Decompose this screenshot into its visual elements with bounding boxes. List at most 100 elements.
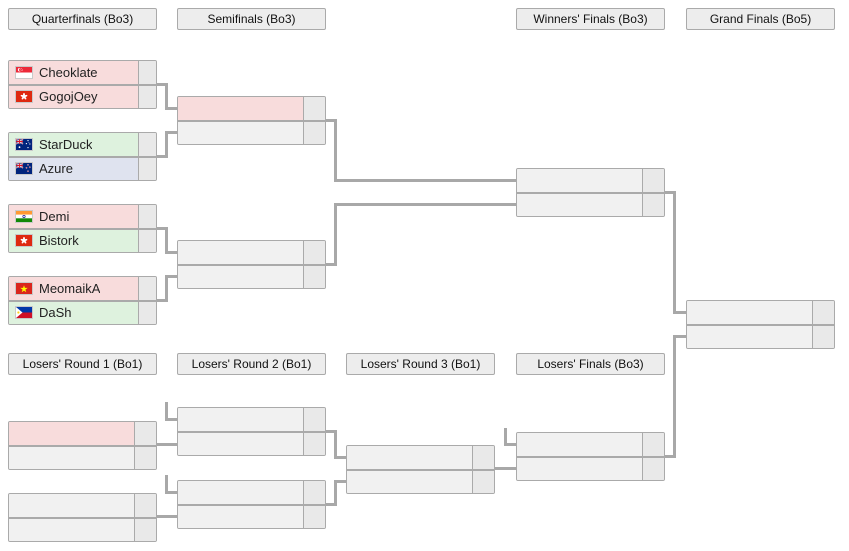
- connector-line: [157, 155, 168, 158]
- score-cell: [642, 433, 664, 456]
- score-cell: [138, 157, 156, 180]
- match-losers-round2-1: [177, 407, 326, 456]
- connector-line: [165, 275, 168, 302]
- player-slot: [687, 301, 834, 324]
- player-slot: [178, 119, 325, 144]
- flag-hong-kong-icon: [15, 90, 33, 104]
- player-slot[interactable]: Cheoklate: [9, 61, 156, 84]
- connector-line: [165, 83, 168, 110]
- player-slot: [517, 455, 664, 480]
- connector-line: [157, 83, 168, 86]
- connector-line: [326, 263, 337, 266]
- player-slot: [178, 263, 325, 288]
- flag-india-icon: [15, 209, 33, 223]
- match-winners-finals: [516, 168, 665, 217]
- player-slot[interactable]: DaSh: [9, 299, 156, 324]
- connector-line: [165, 131, 168, 158]
- player-slot[interactable]: GogojOey: [9, 83, 156, 108]
- score-cell: [642, 457, 664, 480]
- connector-line: [157, 299, 168, 302]
- connector-line: [157, 227, 168, 230]
- connector-line: [337, 203, 516, 206]
- dropdown-connector-line: [165, 475, 168, 494]
- connector-line: [334, 480, 337, 506]
- score-cell: [642, 169, 664, 192]
- connector-line: [326, 119, 337, 122]
- connector-line: [334, 203, 337, 266]
- score-cell: [134, 518, 156, 541]
- score-cell: [134, 446, 156, 469]
- player-name[interactable]: GogojOey: [39, 89, 98, 105]
- player-slot: [178, 408, 325, 431]
- score-cell: [303, 408, 325, 431]
- player-name[interactable]: StarDuck: [39, 136, 93, 152]
- connector-line: [673, 191, 676, 314]
- flag-singapore-icon: [15, 65, 33, 79]
- round-header-semifinals: Semifinals (Bo3): [177, 8, 326, 30]
- player-slot: [517, 433, 664, 456]
- connector-line: [337, 480, 346, 483]
- connector-line: [673, 335, 676, 458]
- score-cell: [303, 241, 325, 264]
- connector-line: [337, 456, 346, 459]
- round-header-quarterfinals: Quarterfinals (Bo3): [8, 8, 157, 30]
- score-cell: [303, 121, 325, 144]
- round-header-losers-round2: Losers' Round 2 (Bo1): [177, 353, 326, 375]
- player-slot[interactable]: MeomaikA: [9, 277, 156, 300]
- player-slot: [687, 323, 834, 348]
- player-name[interactable]: MeomaikA: [39, 280, 101, 296]
- score-cell: [138, 205, 156, 228]
- player-slot: [9, 444, 156, 469]
- match-quarterfinal-2: StarDuck Azure: [8, 132, 157, 181]
- player-slot: [347, 446, 494, 469]
- player-name[interactable]: Azure: [39, 161, 73, 177]
- score-cell: [134, 422, 156, 445]
- connector-line: [334, 119, 337, 182]
- score-cell: [303, 265, 325, 288]
- score-cell: [138, 133, 156, 156]
- dropdown-connector-line: [168, 491, 177, 494]
- dropdown-connector-line: [507, 443, 516, 446]
- flag-new-zealand-icon: [15, 162, 33, 176]
- score-cell: [642, 193, 664, 216]
- dropdown-connector-line: [504, 428, 507, 446]
- connector-line: [168, 275, 177, 278]
- player-name[interactable]: Demi: [39, 208, 70, 224]
- round-header-losers-round1: Losers' Round 1 (Bo1): [8, 353, 157, 375]
- round-header-losers-round3: Losers' Round 3 (Bo1): [346, 353, 495, 375]
- player-slot: [178, 241, 325, 264]
- match-losers-round2-2: [177, 480, 326, 529]
- connector-line: [168, 131, 177, 134]
- round-header-winners-finals: Winners' Finals (Bo3): [516, 8, 665, 30]
- score-cell: [303, 97, 325, 120]
- score-cell: [138, 85, 156, 108]
- player-slot: [178, 97, 325, 120]
- score-cell: [134, 494, 156, 517]
- connector-line: [326, 430, 337, 433]
- player-slot[interactable]: Azure: [9, 155, 156, 180]
- round-header-grand-finals: Grand Finals (Bo5): [686, 8, 835, 30]
- player-slot[interactable]: Bistork: [9, 227, 156, 252]
- score-cell: [303, 481, 325, 504]
- connector-line: [495, 467, 516, 470]
- match-quarterfinal-4: MeomaikA DaSh: [8, 276, 157, 325]
- score-cell: [138, 61, 156, 84]
- connector-line: [168, 251, 177, 254]
- player-name[interactable]: DaSh: [39, 305, 72, 321]
- match-losers-round1-2: [8, 493, 157, 542]
- player-slot[interactable]: StarDuck: [9, 133, 156, 156]
- player-slot[interactable]: Demi: [9, 205, 156, 228]
- player-name[interactable]: Bistork: [39, 233, 79, 249]
- flag-philippines-icon: [15, 306, 33, 320]
- score-cell: [138, 229, 156, 252]
- score-cell: [472, 446, 494, 469]
- player-slot: [517, 169, 664, 192]
- connector-line: [337, 179, 516, 182]
- connector-line: [665, 191, 676, 194]
- flag-hong-kong-icon: [15, 234, 33, 248]
- match-semifinal-1: [177, 96, 326, 145]
- player-slot: [178, 503, 325, 528]
- match-quarterfinal-1: Cheoklate GogojOey: [8, 60, 157, 109]
- player-name[interactable]: Cheoklate: [39, 64, 98, 80]
